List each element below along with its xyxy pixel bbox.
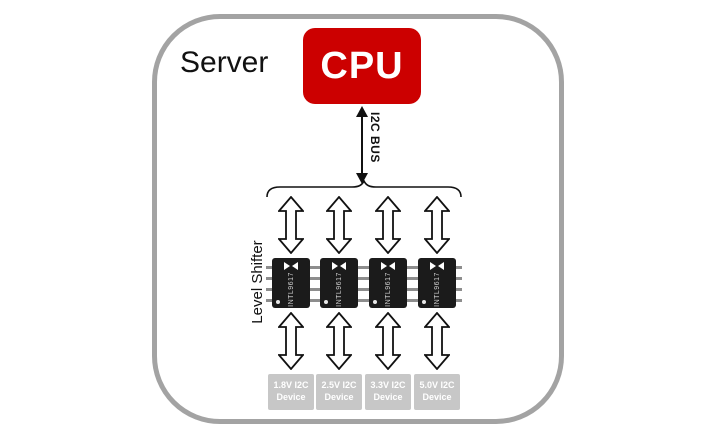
chip-pin	[358, 277, 364, 280]
i2c-bus-arrow-icon	[356, 106, 368, 184]
chip-part-number: INTL9617	[384, 271, 392, 307]
bidirectional-arrow-icon	[326, 312, 352, 370]
chip-pin	[456, 277, 462, 280]
chip-pin	[266, 299, 272, 302]
chip-pin	[456, 288, 462, 291]
pin1-dot-icon	[422, 300, 426, 304]
chip-pin	[266, 266, 272, 269]
chip-pin	[314, 277, 320, 280]
level-shifter-chip: INTL9617	[412, 258, 462, 308]
chip-pin	[310, 277, 316, 280]
chip-pin	[412, 277, 418, 280]
chip-pin	[412, 288, 418, 291]
chip-logo-icon	[381, 262, 395, 270]
chip-logo-icon	[332, 262, 346, 270]
bidirectional-arrow-icon	[278, 312, 304, 370]
pin1-dot-icon	[276, 300, 280, 304]
chip-pin	[412, 266, 418, 269]
bidirectional-arrow-icon	[375, 196, 401, 254]
chip-pin	[314, 266, 320, 269]
level-shifter-chip: INTL9617	[314, 258, 364, 308]
chip-pin	[412, 299, 418, 302]
chip-pin	[407, 299, 413, 302]
device-voltage: 2.5V I2C	[321, 380, 357, 391]
level-shifter-label: Level Shifter	[249, 240, 266, 324]
cpu-label: CPU	[320, 44, 404, 87]
chip-pin	[310, 288, 316, 291]
chip-logo-icon	[430, 262, 444, 270]
chip-pin	[363, 288, 369, 291]
chip-pin	[314, 299, 320, 302]
pin1-dot-icon	[373, 300, 377, 304]
level-shifter-chip: INTL9617	[363, 258, 413, 308]
bus-split-brace-icon	[266, 180, 462, 198]
chip-logo-icon	[284, 262, 298, 270]
chip-pin	[358, 299, 364, 302]
bidirectional-arrow-icon	[278, 196, 304, 254]
device-box: 1.8V I2C Device	[268, 374, 314, 410]
chip-pin	[266, 288, 272, 291]
chip-part-number: INTL9617	[287, 271, 295, 307]
chip-pin	[310, 266, 316, 269]
device-word: Device	[373, 392, 403, 402]
chip-pin	[363, 277, 369, 280]
chip-pin	[358, 266, 364, 269]
chip-pin	[310, 299, 316, 302]
chip-pin	[407, 288, 413, 291]
chip-pin	[456, 266, 462, 269]
level-shifter-chip: INTL9617	[266, 258, 316, 308]
device-voltage: 3.3V I2C	[370, 380, 406, 391]
device-voltage: 1.8V I2C	[273, 380, 309, 391]
server-label: Server	[180, 46, 269, 79]
cpu-block: CPU	[303, 28, 421, 104]
chip-pin	[266, 277, 272, 280]
device-box: 3.3V I2C Device	[365, 374, 411, 410]
device-word: Device	[276, 392, 306, 402]
channel-column: INTL9617 5.0V I2C Device	[412, 196, 462, 410]
chip-pin	[407, 277, 413, 280]
chip-pin	[314, 288, 320, 291]
bidirectional-arrow-icon	[424, 196, 450, 254]
device-word: Device	[422, 392, 452, 402]
channel-column: INTL9617 3.3V I2C Device	[363, 196, 413, 410]
bidirectional-arrow-icon	[424, 312, 450, 370]
chip-pin	[358, 288, 364, 291]
channel-column: INTL9617 2.5V I2C Device	[314, 196, 364, 410]
chip-pin	[363, 266, 369, 269]
chip-pin	[456, 299, 462, 302]
chip-pin	[407, 266, 413, 269]
device-voltage: 5.0V I2C	[419, 380, 455, 391]
device-word: Device	[324, 392, 354, 402]
device-box: 2.5V I2C Device	[316, 374, 362, 410]
bidirectional-arrow-icon	[375, 312, 401, 370]
chip-part-number: INTL9617	[335, 271, 343, 307]
device-box: 5.0V I2C Device	[414, 374, 460, 410]
pin1-dot-icon	[324, 300, 328, 304]
i2c-bus-label: I2C BUS	[368, 112, 382, 163]
chip-pin	[363, 299, 369, 302]
bidirectional-arrow-icon	[326, 196, 352, 254]
chip-part-number: INTL9617	[433, 271, 441, 307]
channel-column: INTL9617 1.8V I2C Device	[266, 196, 316, 410]
